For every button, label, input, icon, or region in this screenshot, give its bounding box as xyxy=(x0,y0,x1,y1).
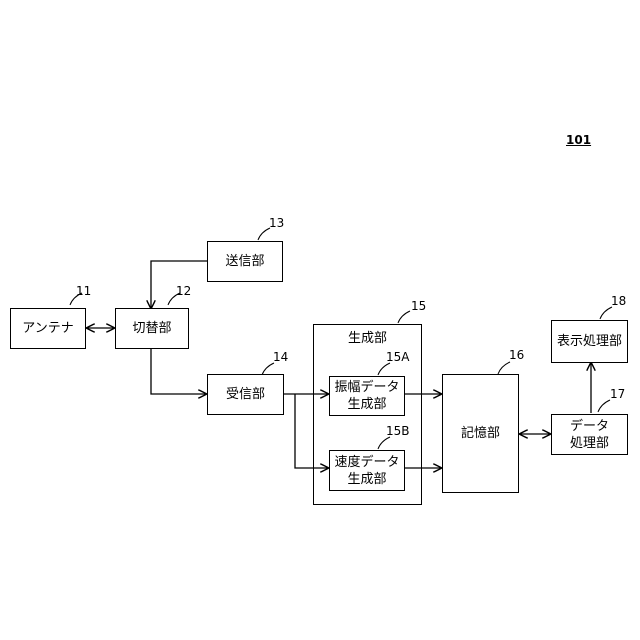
amplitude-gen-label: 振幅データ 生成部 xyxy=(334,379,399,413)
ref-14: 14 xyxy=(273,350,288,364)
leader-line-16 xyxy=(498,362,510,374)
transmitter-block: 送信部 xyxy=(207,241,283,282)
leader-line-17 xyxy=(598,400,610,412)
ref-15: 15 xyxy=(411,299,426,313)
switch-label: 切替部 xyxy=(132,320,171,337)
receiver-label: 受信部 xyxy=(226,386,265,403)
switch-to-receiver-link xyxy=(151,349,206,394)
transmitter-label: 送信部 xyxy=(225,253,264,270)
switch-block: 切替部 xyxy=(115,308,189,349)
ref-15B: 15B xyxy=(386,424,410,438)
ref-13: 13 xyxy=(269,216,284,230)
display-proc-block: 表示処理部 xyxy=(551,320,628,363)
leader-line-18 xyxy=(600,307,612,319)
leader-line-15 xyxy=(398,311,410,323)
ref-18: 18 xyxy=(611,294,626,308)
generator-label: 生成部 xyxy=(348,330,387,347)
storage-block: 記憶部 xyxy=(442,374,519,493)
ref-17: 17 xyxy=(610,387,625,401)
data-proc-label: データ 処理部 xyxy=(570,418,609,452)
ref-16: 16 xyxy=(509,348,524,362)
antenna-block: アンテナ xyxy=(10,308,86,349)
amplitude-gen-block: 振幅データ 生成部 xyxy=(329,376,405,416)
velocity-gen-label: 速度データ 生成部 xyxy=(334,454,399,488)
antenna-label: アンテナ xyxy=(22,320,73,337)
figure-reference: 101 xyxy=(566,133,591,147)
receiver-block: 受信部 xyxy=(207,374,284,415)
velocity-gen-block: 速度データ 生成部 xyxy=(329,450,405,491)
ref-11: 11 xyxy=(76,284,91,298)
data-proc-block: データ 処理部 xyxy=(551,414,628,455)
ref-15A: 15A xyxy=(386,350,409,364)
ref-12: 12 xyxy=(176,284,191,298)
storage-label: 記憶部 xyxy=(461,425,500,442)
display-proc-label: 表示処理部 xyxy=(557,333,622,350)
